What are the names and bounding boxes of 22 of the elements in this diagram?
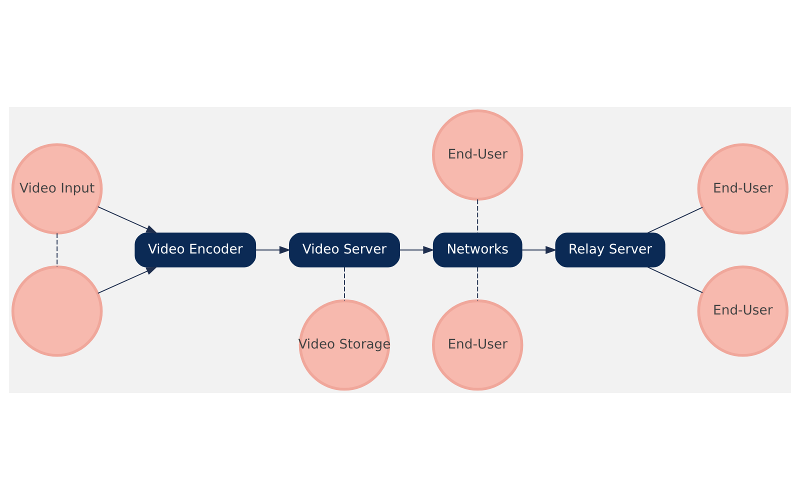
- node-box: Networks: [432, 232, 522, 268]
- connector: [477, 266, 478, 301]
- node-box: Video Encoder: [134, 232, 256, 268]
- node-circle: Video Storage: [298, 299, 390, 391]
- arrow: [522, 246, 557, 254]
- arrow: [97, 206, 158, 234]
- connector: [647, 206, 703, 234]
- connector: [477, 198, 478, 234]
- node-circle: End-User: [697, 266, 789, 357]
- node-circle: End-User: [432, 299, 524, 391]
- connector: [56, 232, 58, 268]
- connector: [647, 266, 703, 294]
- node-circle: [11, 266, 103, 357]
- connector: [344, 266, 345, 301]
- node-circle: End-User: [432, 109, 524, 201]
- node-circle: Video Input: [11, 143, 103, 234]
- node-circle: End-User: [697, 143, 789, 234]
- arrow: [399, 246, 434, 254]
- node-box: Relay Server: [555, 232, 666, 268]
- arrow: [255, 246, 291, 254]
- node-box: Video Server: [288, 232, 400, 268]
- arrow: [97, 266, 158, 294]
